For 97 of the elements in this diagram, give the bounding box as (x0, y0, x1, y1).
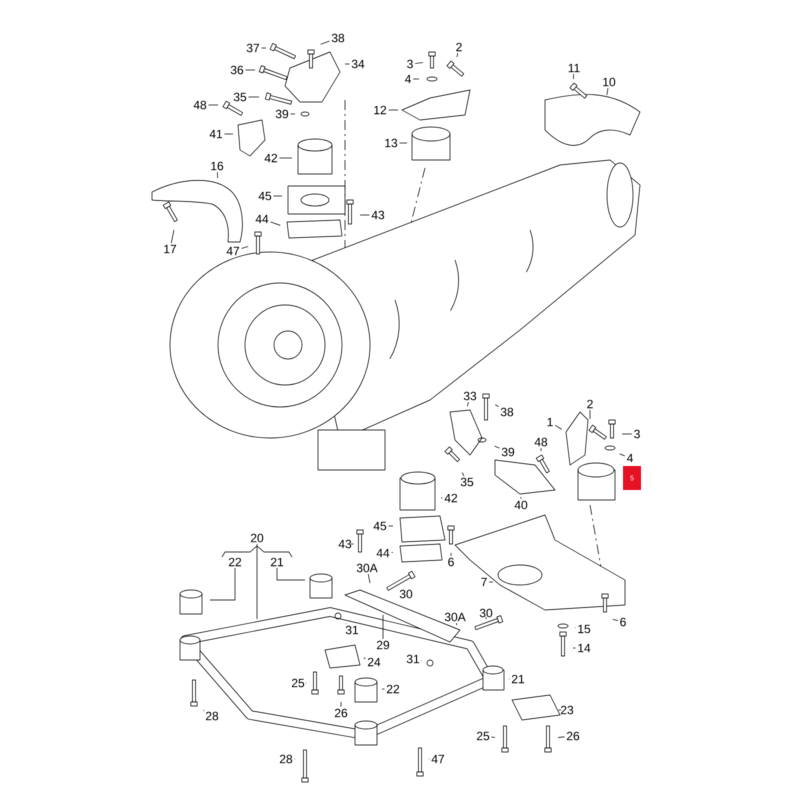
callout-number: 12 (374, 106, 386, 114)
callout-number: 48 (534, 438, 548, 446)
leader-line (270, 222, 281, 226)
callout-number: 6 (448, 558, 454, 566)
callout-number: 4 (626, 454, 633, 462)
callout-number: 42 (444, 494, 458, 502)
leader-line (456, 622, 458, 626)
leader-line (208, 104, 218, 106)
callout-number: 11 (568, 64, 580, 72)
leader-line (612, 618, 618, 621)
leader-line (456, 52, 458, 58)
leader-line (382, 614, 384, 640)
callout-number: 4 (404, 74, 411, 84)
leader-line (276, 568, 306, 580)
leader-line (360, 214, 370, 216)
callout-number: 17 (164, 244, 176, 254)
callout-number: 10 (603, 78, 616, 86)
callout-number: 36 (230, 66, 244, 74)
leader-line (606, 88, 608, 96)
callout-number: 1 (548, 418, 553, 426)
callout-number: 25 (476, 732, 490, 740)
callout-number: 2 (587, 400, 593, 408)
leader-line (491, 736, 496, 738)
callout-number: 3 (634, 430, 640, 438)
leader-line (558, 736, 565, 738)
callout-number: 38 (332, 34, 344, 42)
callout-number: 25 (292, 678, 304, 688)
callout-number: 13 (385, 138, 398, 148)
callout-number: 41 (210, 130, 222, 138)
leader-line (368, 574, 370, 584)
leader-line (412, 78, 420, 80)
callout-number: 7 (481, 578, 487, 586)
callout-number: 30A (444, 612, 466, 622)
callout-number: 30 (400, 590, 412, 598)
callout-number: 14 (578, 644, 590, 652)
leader-line (450, 552, 452, 556)
callout-number: 48 (194, 100, 206, 110)
callout-number: 43 (338, 540, 352, 548)
callout-number: 21 (512, 674, 524, 684)
callout-number: 44 (376, 548, 390, 558)
leader-line (462, 472, 464, 476)
leader-line (494, 446, 500, 449)
callout-number: 30A (356, 564, 378, 572)
callout-number: 30 (480, 608, 492, 618)
leader-line (414, 62, 424, 64)
callout-number: 22 (228, 558, 242, 566)
callout-number: 24 (368, 658, 380, 666)
callout-number: 31 (406, 654, 420, 664)
leader-line (248, 96, 260, 98)
leader-line (399, 142, 408, 144)
callout-number: 21 (270, 558, 284, 566)
callout-number: 37 (246, 44, 260, 52)
callout-number: 45 (374, 522, 386, 530)
leader-line (466, 402, 469, 407)
leader-line (363, 658, 366, 659)
callout-number: 43 (372, 210, 384, 220)
leader-line (320, 40, 330, 45)
callout-number: 47 (226, 246, 240, 256)
callout-number: 31 (346, 626, 358, 634)
leader-line (170, 230, 174, 244)
callout-number: 23 (560, 706, 574, 714)
callout-number: 22 (386, 684, 400, 694)
callout-number: 3 (407, 60, 413, 68)
callout-number: 44 (256, 214, 268, 224)
leader-line (210, 568, 236, 600)
callout-number: 26 (566, 732, 580, 740)
callout-number: 33 (464, 392, 476, 400)
callout-number: 6 (620, 618, 626, 626)
leader-line (256, 544, 258, 620)
callout-number: 47 (432, 754, 444, 764)
callout-number: 34 (352, 60, 364, 68)
leader-line (217, 172, 218, 178)
callout-number: 39 (502, 448, 514, 456)
leader-line (540, 448, 542, 452)
callout-number: 28 (280, 754, 292, 764)
callout-number: 28 (206, 712, 218, 720)
callout-number: 39 (276, 110, 288, 118)
callout-number: 40 (514, 500, 528, 510)
leader-line (520, 496, 522, 500)
leader-line (619, 454, 626, 456)
callout-number: 42 (264, 154, 278, 162)
callout-number: 38 (500, 408, 514, 416)
callout-number: 26 (334, 708, 348, 718)
callout-number: 16 (211, 162, 224, 170)
callout-number: 20 (250, 534, 264, 542)
callout-number: 29 (376, 640, 390, 650)
leader-line (241, 246, 249, 249)
leader-line (382, 688, 385, 690)
callout-number: 2 (456, 42, 462, 52)
leader-line (554, 424, 562, 430)
leader-line (572, 74, 574, 80)
callout-number: 35 (460, 478, 474, 486)
callout-number: 35 (234, 92, 246, 102)
leader-line (494, 404, 499, 408)
callout-number: 45 (258, 192, 272, 200)
callout-number: 15 (578, 624, 590, 634)
leader-line (340, 702, 342, 708)
